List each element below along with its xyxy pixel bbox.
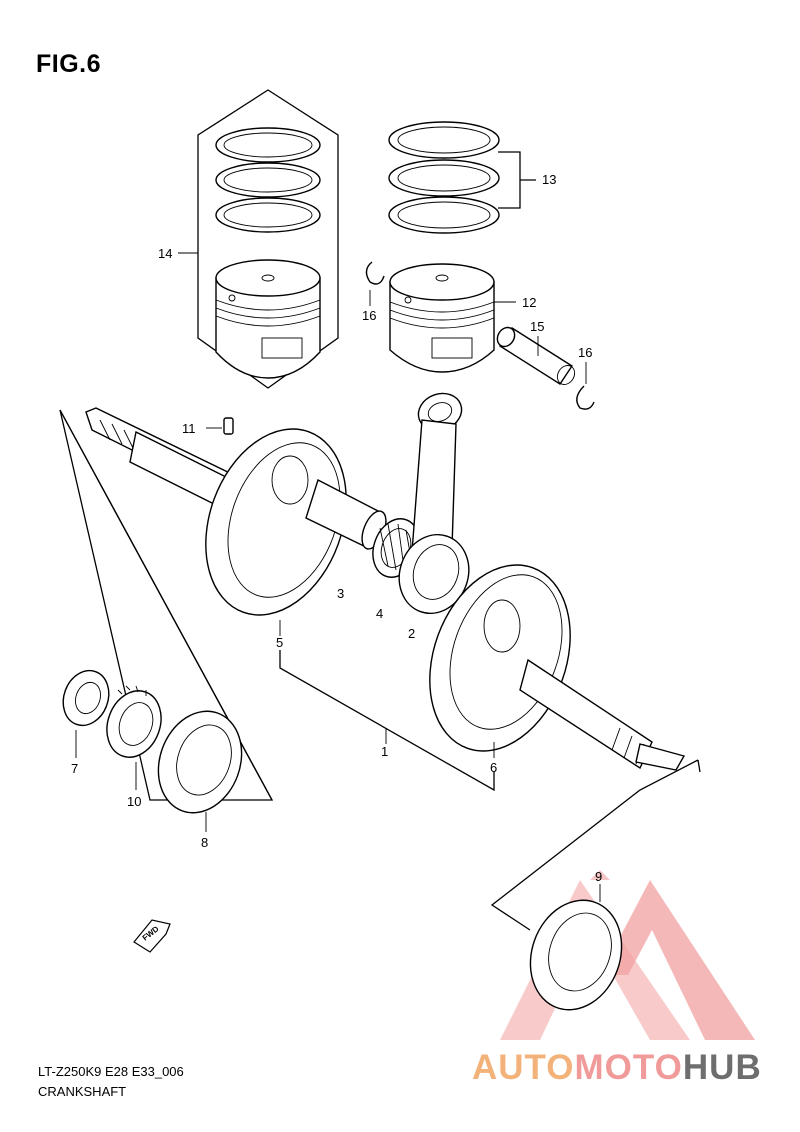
callout-6: 6 (490, 760, 497, 775)
callout-10: 10 (127, 794, 141, 809)
figure-name: CRANKSHAFT (38, 1084, 127, 1099)
crank-right-outline (490, 759, 699, 931)
piston-kit-outline (197, 89, 339, 389)
callout-16-right: 16 (578, 345, 592, 360)
figure-code: LT-Z250K9 E28 E33_006 (38, 1064, 184, 1079)
callout-5: 5 (276, 635, 283, 650)
crankshaft-left (85, 407, 387, 616)
fwd-arrow-icon: FWD (133, 919, 171, 953)
callout-1: 1 (381, 744, 388, 759)
circlip-left (365, 261, 385, 285)
piston-rings-right (388, 121, 500, 234)
bearing-large-left (157, 710, 243, 814)
figure-title: FIG.6 (36, 50, 102, 78)
callout-9: 9 (595, 869, 602, 884)
callout-16-left: 16 (362, 308, 376, 323)
watermark-part-2: MOTO (574, 1048, 683, 1087)
watermark-text: AUTOMOTOHUB (472, 1048, 762, 1088)
piston-pin (496, 326, 576, 385)
callout-14: 14 (158, 246, 172, 261)
piston-rings-left (215, 127, 321, 233)
piston-right (389, 263, 495, 373)
callout-4: 4 (376, 606, 383, 621)
crankshaft-right (429, 564, 686, 771)
callout-15: 15 (530, 319, 544, 334)
callout-2: 2 (408, 626, 415, 641)
callout-7: 7 (71, 761, 78, 776)
callout-12: 12 (522, 295, 536, 310)
circlip-right (576, 385, 595, 410)
watermark-part-1: AUTO (472, 1048, 575, 1087)
crank-gear (106, 685, 162, 758)
callout-3: 3 (337, 586, 344, 601)
connecting-rod (398, 392, 470, 615)
callout-8: 8 (201, 835, 208, 850)
callout-13: 13 (542, 172, 556, 187)
bearing-large-right (529, 899, 623, 1011)
watermark-part-3: HUB (682, 1048, 762, 1087)
assembly-bracket (279, 650, 495, 792)
piston-left (215, 259, 321, 379)
dowel-pin (223, 417, 234, 435)
bearing-small (62, 669, 110, 727)
callout-11: 11 (182, 421, 196, 436)
